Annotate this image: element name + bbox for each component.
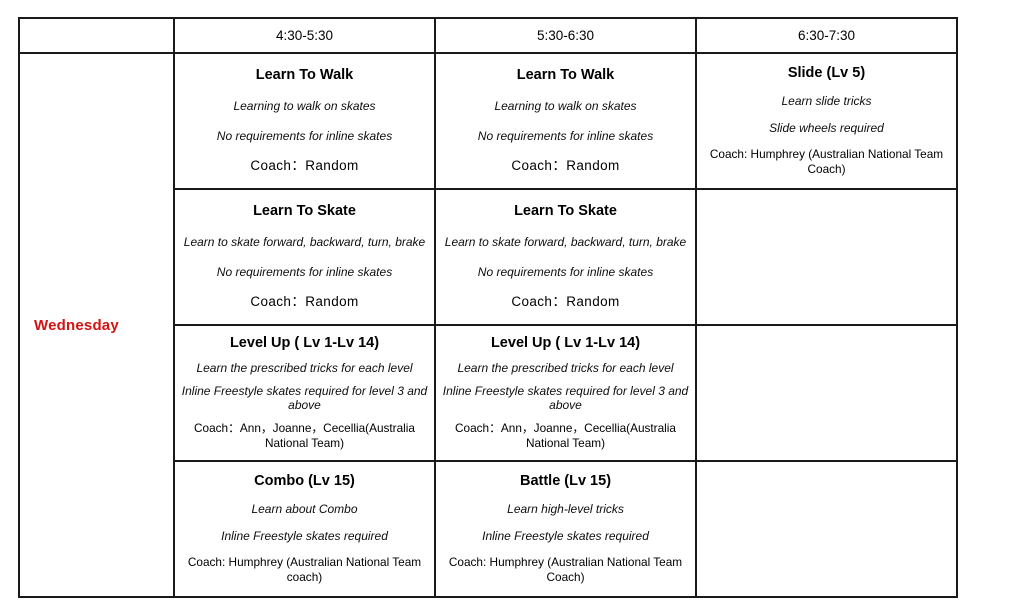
class-requirement: No requirements for inline skates xyxy=(216,264,393,279)
class-title: Learn To Skate xyxy=(514,202,617,219)
class-requirement: No requirements for inline skates xyxy=(216,128,393,143)
table-header-row: 4:30-5:30 5:30-6:30 6:30-7:30 xyxy=(18,17,958,54)
empty-cell-slot3-row2 xyxy=(695,188,958,326)
class-coach: Coach：Random xyxy=(511,158,620,174)
table-row: Level Up ( Lv 1-Lv 14) Learn the prescri… xyxy=(19,324,958,462)
class-cell-learn-to-skate-slot1[interactable]: Learn To Skate Learn to skate forward, b… xyxy=(173,188,436,326)
class-cell-level-up-slot1[interactable]: Level Up ( Lv 1-Lv 14) Learn the prescri… xyxy=(173,324,436,462)
class-requirement: Slide wheels required xyxy=(769,120,884,135)
class-coach: Coach: Humphrey (Australian National Tea… xyxy=(448,555,683,585)
class-requirement: Inline Freestyle skates required for lev… xyxy=(442,383,689,413)
class-requirement: No requirements for inline skates xyxy=(477,128,654,143)
day-cell-wednesday: Wednesday xyxy=(18,52,175,598)
table-row: Learn To Skate Learn to skate forward, b… xyxy=(19,188,958,326)
table-row: Combo (Lv 15) Learn about Combo Inline F… xyxy=(19,460,958,598)
class-requirement: Inline Freestyle skates required xyxy=(221,528,388,543)
class-title: Level Up ( Lv 1-Lv 14) xyxy=(229,335,380,352)
class-coach: Coach: Humphrey (Australian National Tea… xyxy=(187,555,422,585)
empty-cell-slot3-row3 xyxy=(695,324,958,462)
class-title: Combo (Lv 15) xyxy=(254,473,355,490)
class-title: Battle (Lv 15) xyxy=(519,473,612,490)
day-column-header xyxy=(18,17,175,54)
class-cell-learn-to-skate-slot2[interactable]: Learn To Skate Learn to skate forward, b… xyxy=(434,188,697,326)
class-coach: Coach：Ann，Joanne，Cecellia(Australia Nati… xyxy=(194,421,415,450)
class-requirement: Inline Freestyle skates required xyxy=(482,528,649,543)
class-coach: Coach: Humphrey (Australian National Tea… xyxy=(709,147,944,177)
empty-cell-slot3-row4 xyxy=(695,460,958,598)
table-row: Wednesday Learn To Walk Learning to walk… xyxy=(18,52,958,598)
class-description: Learning to walk on skates xyxy=(494,98,637,113)
class-requirement: No requirements for inline skates xyxy=(477,264,654,279)
time-slot-header-3: 6:30-7:30 xyxy=(695,17,958,54)
class-description: Learning to walk on skates xyxy=(233,98,376,113)
class-title: Learn To Walk xyxy=(516,66,615,83)
class-description: Learn to skate forward, backward, turn, … xyxy=(444,234,687,249)
class-description: Learn slide tricks xyxy=(781,94,872,109)
class-coach: Coach：Ann，Joanne，Cecellia(Australia Nati… xyxy=(455,421,676,450)
time-slot-header-2: 5:30-6:30 xyxy=(434,17,697,54)
class-requirement: Inline Freestyle skates required for lev… xyxy=(181,383,428,413)
class-cell-learn-to-walk-slot2[interactable]: Learn To Walk Learning to walk on skates… xyxy=(434,52,697,190)
day-label: Wednesday xyxy=(34,316,119,334)
class-description: Learn about Combo xyxy=(251,502,358,517)
class-description: Learn the prescribed tricks for each lev… xyxy=(196,360,413,375)
weekly-schedule-table: 4:30-5:30 5:30-6:30 6:30-7:30 Wednesday … xyxy=(18,17,958,598)
class-coach: Coach：Random xyxy=(511,294,620,310)
class-cell-combo-slot1[interactable]: Combo (Lv 15) Learn about Combo Inline F… xyxy=(173,460,436,598)
class-title: Learn To Walk xyxy=(255,66,354,83)
class-coach: Coach：Random xyxy=(250,158,359,174)
class-description: Learn high-level tricks xyxy=(507,502,624,517)
time-slot-header-1: 4:30-5:30 xyxy=(173,17,436,54)
class-title: Learn To Skate xyxy=(253,202,356,219)
class-title: Level Up ( Lv 1-Lv 14) xyxy=(490,335,641,352)
class-cell-slide-slot3[interactable]: Slide (Lv 5) Learn slide tricks Slide wh… xyxy=(695,52,958,190)
class-coach: Coach：Random xyxy=(250,294,359,310)
class-description: Learn the prescribed tricks for each lev… xyxy=(457,360,674,375)
class-title: Slide (Lv 5) xyxy=(787,65,866,82)
class-cell-learn-to-walk-slot1[interactable]: Learn To Walk Learning to walk on skates… xyxy=(173,52,436,190)
class-cell-level-up-slot2[interactable]: Level Up ( Lv 1-Lv 14) Learn the prescri… xyxy=(434,324,697,462)
class-description: Learn to skate forward, backward, turn, … xyxy=(183,234,426,249)
class-cell-battle-slot2[interactable]: Battle (Lv 15) Learn high-level tricks I… xyxy=(434,460,697,598)
